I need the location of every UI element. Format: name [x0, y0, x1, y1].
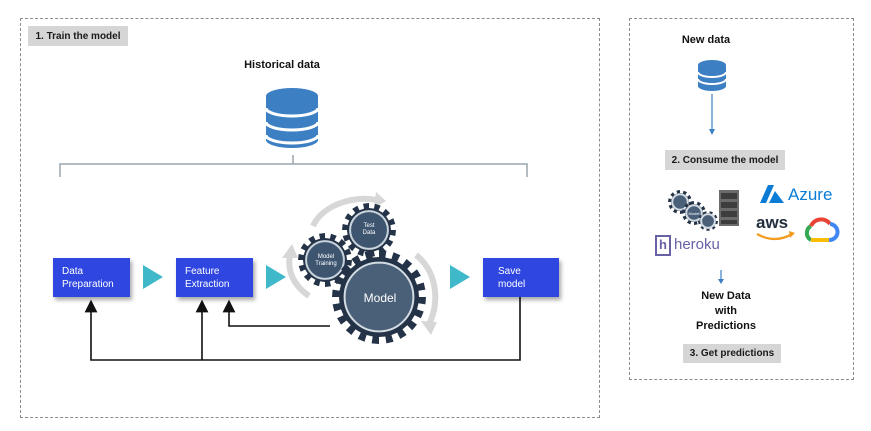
- heroku-logo-text: heroku: [674, 236, 720, 253]
- gear-label-test-line2: Data: [362, 230, 376, 236]
- train-panel: [20, 18, 600, 418]
- gear-label-test-line1: Test: [363, 223, 375, 229]
- gear-label-model: Model: [363, 291, 397, 305]
- train-tag: 1. Train the model: [28, 26, 128, 46]
- cycle-arrow-right: [414, 252, 439, 328]
- azure-logo-text: Azure: [788, 185, 833, 204]
- feature-extraction-box: Feature Extraction: [176, 258, 253, 297]
- gear-model: [332, 250, 426, 344]
- heroku-logo-h: h: [659, 237, 667, 252]
- cycle-arrow-top: [310, 195, 378, 228]
- server-icon: [719, 190, 739, 226]
- cycle-arrow-left: [286, 254, 311, 299]
- mini-gear-3: [698, 211, 718, 231]
- data-preparation-box: Data Preparation: [53, 258, 130, 297]
- feedback-loop-inner: [222, 299, 330, 327]
- teal-arrow-3: [450, 265, 470, 289]
- gear-label-training-line2: Training: [315, 261, 337, 267]
- consume-panel: [629, 18, 854, 380]
- data-preparation-line1: Data: [62, 265, 84, 277]
- azure-logo-icon: [760, 185, 784, 203]
- aws-logo-text: aws: [756, 213, 789, 232]
- new-data-label: New data: [681, 34, 731, 46]
- save-model-line2: model: [498, 278, 526, 290]
- consume-tag: 2. Consume the model: [665, 150, 785, 170]
- new-data-database-icon: [697, 60, 727, 91]
- mini-gear-1: [668, 190, 692, 214]
- historical-database-icon: [264, 88, 320, 148]
- gear-model-training: [298, 233, 352, 287]
- predictions-line2: with: [715, 305, 737, 317]
- historical-data-label: Historical data: [244, 59, 320, 71]
- save-model-line1: Save: [498, 265, 521, 277]
- gear-test-data: [342, 203, 396, 257]
- feature-extraction-line2: Extraction: [185, 278, 230, 290]
- gear-label-model-training: Model Training: [306, 254, 346, 268]
- heroku-mark-icon: [655, 235, 671, 256]
- data-brace: [59, 155, 528, 177]
- predictions-line3: Predictions: [696, 320, 756, 332]
- mini-gear-2: [682, 201, 706, 225]
- aws-smile-icon: [756, 233, 793, 241]
- gear-label-training-line1: Model: [317, 254, 335, 260]
- predictions-tag: 3. Get predictions: [683, 344, 781, 363]
- mini-gear-label: Model: [688, 211, 700, 216]
- predictions-line1: New Data: [701, 290, 751, 302]
- feedback-loop-outer: [84, 297, 521, 361]
- teal-arrow-2: [266, 265, 286, 289]
- predictions-output: New Data with Predictions: [676, 289, 776, 334]
- save-model-box: Save model: [483, 258, 559, 297]
- feature-extraction-line1: Feature: [185, 265, 220, 277]
- data-preparation-line2: Preparation: [62, 278, 114, 290]
- gear-label-test-data: Test Data: [349, 223, 389, 237]
- teal-arrow-1: [143, 265, 163, 289]
- google-cloud-icon: [804, 217, 840, 242]
